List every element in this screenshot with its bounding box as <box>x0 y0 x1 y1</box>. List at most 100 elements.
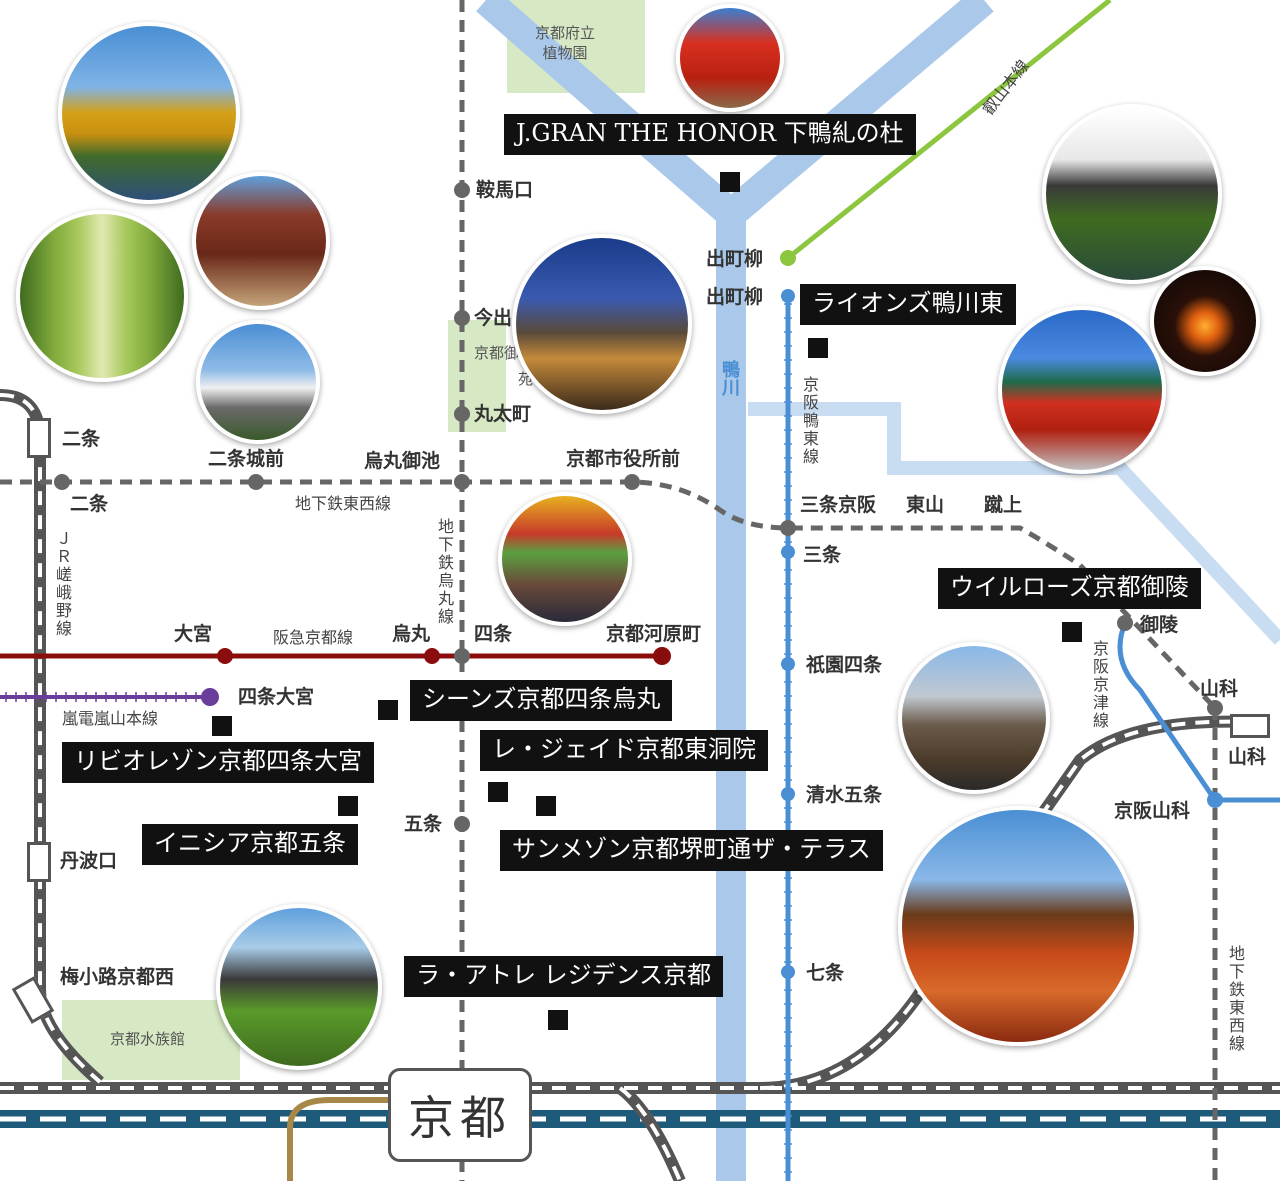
arashiyama-bamboo-photo <box>16 210 188 382</box>
station-dot-kiyomizu-gojo <box>781 787 795 801</box>
station-misasagi: 御陵 <box>1140 614 1179 636</box>
ninenzaka-photo <box>898 642 1050 794</box>
station-dot-shijo-omiya <box>201 688 219 706</box>
station-nijojo-mae: 二条城前 <box>208 448 285 470</box>
station-shijo-omiya: 四条大宮 <box>238 686 315 708</box>
marker-livio[interactable] <box>212 716 232 736</box>
station-gion-shijo: 祇園四条 <box>806 654 883 676</box>
marker-lions[interactable] <box>808 338 828 358</box>
keihan-oto-line-label: 京阪鴨東線 <box>802 375 819 466</box>
station-karasuma: 烏丸 <box>392 623 431 645</box>
property-latre[interactable]: ラ・アトレ レジデンス京都 <box>404 956 724 997</box>
kitano-tenmangu-photo <box>192 172 330 310</box>
station-dot-gion-shijo <box>781 657 795 671</box>
station-kiyomizu-gojo: 清水五条 <box>806 784 883 806</box>
marker-willrose[interactable] <box>1062 622 1082 642</box>
station-kawaramachi: 京都河原町 <box>606 623 702 645</box>
station-sanjo: 三条 <box>803 544 842 566</box>
eizan-line <box>786 0 1112 260</box>
station-dot-yamashina <box>1207 700 1223 716</box>
station-nijo-jr: 二条 <box>62 428 101 450</box>
station-yamashina-subway: 山科 <box>1200 678 1239 700</box>
heian-shrine-photo <box>998 306 1166 474</box>
randen-line <box>0 692 210 702</box>
daimonji-photo <box>1150 266 1260 376</box>
station-dot-gojo <box>454 816 470 832</box>
station-demachiyanagi-eizan: 出町柳 <box>706 248 764 270</box>
yasaka-street-photo <box>512 234 692 414</box>
aquarium-label: 京都水族館 <box>110 1030 186 1048</box>
marker-scenes[interactable] <box>378 700 398 720</box>
property-livio[interactable]: リビオレゾン京都四条大宮 <box>62 742 374 783</box>
station-keage: 蹴上 <box>984 494 1023 516</box>
station-dot-omiya <box>217 648 233 664</box>
station-dot-nijojo-mae <box>248 474 264 490</box>
station-dot-kawaramachi <box>653 647 671 665</box>
station-dot-shichijo <box>781 965 795 979</box>
station-shijo: 四条 <box>474 623 513 645</box>
subway-tozai-line-label: 地下鉄東西線 <box>295 494 392 513</box>
jr-lines-dash <box>0 393 1280 1181</box>
station-dots <box>54 182 1223 979</box>
station-dot-imadegawa <box>454 310 470 326</box>
shimogamo-shrine-photo <box>676 4 784 112</box>
property-lejade[interactable]: レ・ジェイド京都東洞院 <box>480 730 768 771</box>
station-box-tambaguchi <box>27 842 51 882</box>
station-dot-shiyakusho <box>624 474 640 490</box>
kiyomizudera-photo <box>898 806 1138 1046</box>
property-willrose[interactable]: ウイルローズ京都御陵 <box>938 568 1201 609</box>
station-keihan-yamashina: 京阪山科 <box>1114 800 1191 822</box>
marker-initia[interactable] <box>338 796 358 816</box>
station-gojo: 五条 <box>404 813 443 835</box>
marker-lejade[interactable] <box>488 782 508 802</box>
hankyu-line-label: 阪急京都線 <box>273 628 354 647</box>
subway-tozai-right-line-label: 地下鉄東西線 <box>1228 944 1245 1053</box>
station-dot-demachiyanagi-eizan <box>780 250 796 266</box>
shinkansen-line <box>0 1110 1280 1128</box>
property-lions[interactable]: ライオンズ鴨川東 <box>800 284 1016 325</box>
kinkakuji-photo <box>58 22 240 204</box>
station-dot-sanjo <box>781 545 795 559</box>
station-sanjo-keihan: 三条京阪 <box>800 494 877 516</box>
keihan-keishin-line-label: 京阪京津線 <box>1092 639 1109 730</box>
marker-latre[interactable] <box>548 1010 568 1030</box>
randen-line-label: 嵐電嵐山本線 <box>62 709 159 728</box>
station-dot-kuramaguchi <box>454 182 470 198</box>
station-dot-demachiyanagi-keihan <box>781 289 795 303</box>
station-karasuma-oike: 烏丸御池 <box>364 450 441 472</box>
station-dot-nijo-subway <box>54 474 70 490</box>
station-dot-sanjo-keihan <box>780 520 796 536</box>
toji-pagoda-photo <box>216 904 382 1070</box>
takano-river <box>748 402 1280 645</box>
station-tambaguchi: 丹波口 <box>60 850 118 872</box>
property-initia[interactable]: イニシア京都五条 <box>142 824 358 865</box>
station-higashiyama: 東山 <box>906 494 945 516</box>
subway-karasuma-line-label: 地下鉄烏丸線 <box>437 517 454 626</box>
property-jgran[interactable]: J.GRAN THE HONOR 下鴨糺の杜 <box>504 114 916 155</box>
nijo-castle-photo <box>196 320 320 444</box>
station-dot-marutamachi <box>454 406 470 422</box>
marker-sunmaison[interactable] <box>536 796 556 816</box>
ginkakuji-photo <box>1042 104 1222 284</box>
station-dot-karasuma-oike <box>454 474 470 490</box>
station-marutamachi: 丸太町 <box>474 403 532 425</box>
station-box-nijo <box>27 418 51 458</box>
marker-jgran[interactable] <box>720 172 740 192</box>
property-sunmaison[interactable]: サンメゾン京都堺町通ザ・テラス <box>500 830 883 871</box>
station-demachiyanagi-keihan: 出町柳 <box>706 286 764 308</box>
station-dot-karasuma <box>424 648 440 664</box>
kintetsu-line <box>287 1097 388 1181</box>
station-box-yamashina <box>1230 714 1270 738</box>
station-dot-keihan-yamashina <box>1207 792 1223 808</box>
kyoto-station-box: 京都 <box>388 1068 532 1162</box>
station-yamashina-jr: 山科 <box>1228 746 1267 768</box>
station-umekoji: 梅小路京都西 <box>60 966 175 988</box>
station-omiya: 大宮 <box>174 623 213 645</box>
botanical-garden-label: 京都府立 植物園 <box>535 24 596 62</box>
kamo-river-label: 鴨川 <box>722 360 740 399</box>
property-scenes[interactable]: シーンズ京都四条烏丸 <box>410 680 673 721</box>
station-shichijo: 七条 <box>806 962 845 984</box>
nishiki-market-photo <box>498 492 632 626</box>
station-dot-shijo <box>454 648 470 664</box>
